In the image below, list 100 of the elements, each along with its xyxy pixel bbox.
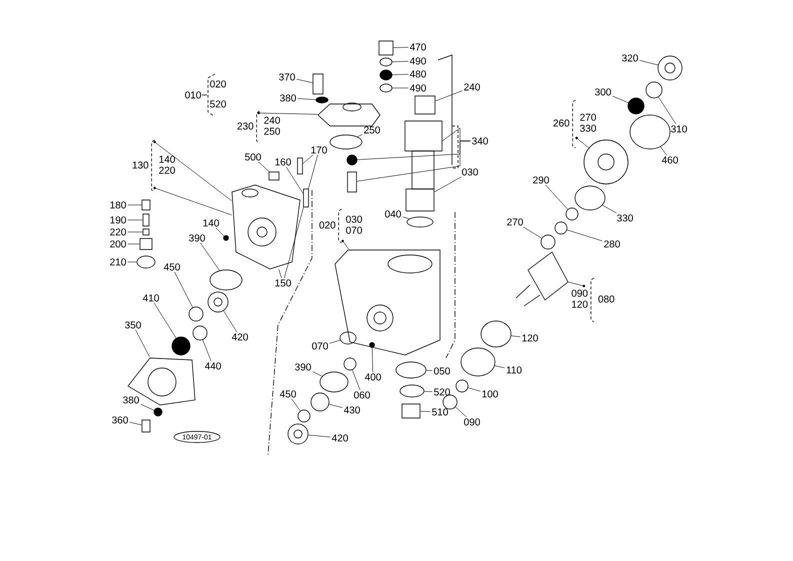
washer bbox=[316, 96, 328, 104]
callout-number: 070 bbox=[312, 342, 328, 350]
node-label: 120 bbox=[572, 300, 588, 308]
callout-number: 340 bbox=[472, 137, 488, 145]
callout-number: 450 bbox=[164, 263, 180, 271]
leader-line bbox=[602, 204, 617, 214]
leader-line bbox=[308, 434, 331, 438]
callout-number: 240 bbox=[464, 83, 480, 91]
callout-number: 490 bbox=[410, 57, 426, 65]
node-label: 130 bbox=[132, 162, 148, 169]
leader-line bbox=[258, 112, 318, 115]
node-label: 030 bbox=[346, 216, 362, 223]
seal bbox=[406, 216, 434, 228]
leader-line bbox=[278, 269, 282, 278]
ring bbox=[142, 228, 150, 236]
snap-ring bbox=[646, 82, 662, 98]
washer bbox=[442, 394, 458, 410]
part-group: 020 030 070 bbox=[319, 208, 362, 244]
callout-number: 380 bbox=[123, 396, 139, 404]
washer bbox=[380, 84, 392, 92]
leader-line bbox=[258, 162, 270, 172]
callout-number: 160 bbox=[275, 158, 291, 166]
part-group: 090 120 080 bbox=[572, 278, 614, 322]
callout-number: 390 bbox=[295, 363, 311, 371]
leader-line bbox=[135, 330, 150, 357]
leader-line bbox=[127, 204, 142, 206]
washer bbox=[154, 408, 162, 416]
bearing bbox=[172, 336, 190, 356]
bearing bbox=[628, 98, 644, 114]
pin bbox=[347, 172, 357, 192]
leader-line bbox=[357, 134, 363, 137]
leader-line bbox=[140, 404, 154, 410]
cap bbox=[378, 40, 394, 56]
callout-number: 520 bbox=[434, 388, 450, 396]
leader-line bbox=[522, 226, 542, 238]
leader-line bbox=[639, 60, 658, 66]
leader-line bbox=[566, 230, 603, 242]
callout-number: 220 bbox=[110, 228, 126, 236]
callout-number: 330 bbox=[617, 214, 633, 222]
leader-line bbox=[284, 207, 304, 278]
washer bbox=[192, 326, 208, 340]
washer bbox=[566, 208, 578, 220]
callout-number: 470 bbox=[410, 43, 426, 51]
leader-line bbox=[402, 216, 410, 220]
node-label: 020 bbox=[319, 222, 336, 229]
callout-number: 250 bbox=[364, 126, 380, 134]
callout-number: 190 bbox=[110, 216, 126, 224]
plug bbox=[268, 172, 280, 180]
leader-line bbox=[494, 365, 505, 368]
washer bbox=[554, 222, 568, 234]
callout-number: 140 bbox=[203, 219, 219, 227]
washer bbox=[298, 410, 310, 422]
spring bbox=[297, 158, 303, 174]
node-label: 090 bbox=[572, 290, 588, 297]
sleeve bbox=[414, 96, 436, 114]
washer bbox=[344, 358, 356, 370]
leader-line bbox=[216, 228, 224, 236]
callout-number: 420 bbox=[232, 333, 248, 341]
shaft-drawing bbox=[404, 120, 442, 190]
bearing bbox=[658, 56, 682, 80]
callout-number: 050 bbox=[434, 367, 450, 375]
leader-line bbox=[420, 411, 431, 412]
callout-number: 310 bbox=[671, 125, 687, 133]
callout-number: 170 bbox=[311, 146, 327, 154]
callout-number: 100 bbox=[482, 390, 498, 398]
callout-number: 500 bbox=[245, 153, 261, 161]
callout-number: 430 bbox=[344, 406, 360, 414]
leader-line bbox=[352, 370, 360, 390]
leader-line bbox=[342, 240, 349, 250]
o-ring bbox=[210, 270, 242, 290]
leader-line bbox=[393, 47, 409, 48]
callout-number: 370 bbox=[279, 73, 295, 81]
snap-ring bbox=[630, 114, 670, 150]
leader-line bbox=[328, 404, 343, 408]
leader-line bbox=[308, 154, 318, 189]
callout-number: 320 bbox=[622, 54, 638, 62]
node-label: 240 bbox=[264, 116, 280, 124]
callout-number: 180 bbox=[110, 201, 126, 209]
callout-number: 280 bbox=[604, 240, 620, 248]
callout-number: 480 bbox=[410, 70, 426, 78]
nut bbox=[380, 70, 392, 80]
part-group: 230 240 250 bbox=[238, 110, 280, 144]
spring bbox=[303, 188, 309, 208]
leader-line bbox=[468, 388, 481, 392]
callout-number: 490 bbox=[410, 84, 426, 92]
callout-number: 390 bbox=[189, 234, 205, 242]
node-label: 080 bbox=[598, 296, 614, 303]
leader-line bbox=[392, 61, 409, 62]
callout-number: 090 bbox=[464, 418, 480, 426]
housing-drawing bbox=[232, 184, 300, 270]
node-label: 330 bbox=[580, 124, 596, 132]
plug bbox=[340, 332, 356, 344]
callout-number: 110 bbox=[506, 366, 522, 374]
bolt bbox=[312, 74, 324, 94]
callout-number: 440 bbox=[204, 362, 221, 370]
leader-line bbox=[612, 96, 629, 103]
washer bbox=[456, 380, 468, 392]
o-ring bbox=[480, 320, 512, 348]
leader-line bbox=[129, 422, 142, 426]
part-group: 130 140 220 bbox=[132, 140, 175, 192]
